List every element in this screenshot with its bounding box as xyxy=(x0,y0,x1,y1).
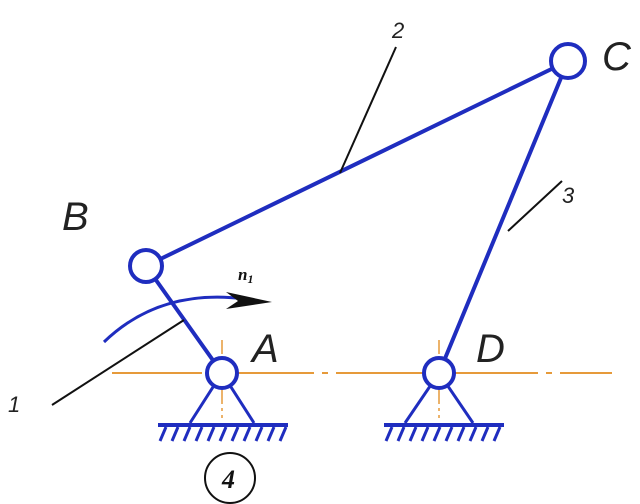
rotation-arc xyxy=(102,295,246,344)
ground-number-circle xyxy=(204,452,256,504)
joint-a-hinge xyxy=(205,356,239,390)
leader-line-1 xyxy=(51,319,185,406)
rotation-arrow-icon xyxy=(226,292,272,309)
link-number-2: 2 xyxy=(391,18,404,43)
rocker-link-3 xyxy=(437,59,570,375)
leader-line-3 xyxy=(507,180,563,232)
link-number-3: 3 xyxy=(562,183,575,208)
joint-b-hinge xyxy=(128,248,164,284)
speed-symbol: n xyxy=(238,265,247,284)
speed-subscript: 1 xyxy=(247,272,253,286)
crank-link-1 xyxy=(144,264,224,375)
link-number-1: 1 xyxy=(8,392,20,417)
link-number-4: 4 xyxy=(221,465,235,494)
leader-line-2 xyxy=(339,46,397,174)
joint-label-c: C xyxy=(602,35,632,79)
joint-label-a: A xyxy=(250,327,279,371)
speed-label: n1 xyxy=(238,265,253,286)
joint-c-hinge xyxy=(549,42,587,80)
joint-d-hinge xyxy=(422,356,456,390)
joint-label-d: D xyxy=(476,327,505,371)
joint-label-b: B xyxy=(62,195,89,239)
coupler-link-2 xyxy=(144,59,570,268)
